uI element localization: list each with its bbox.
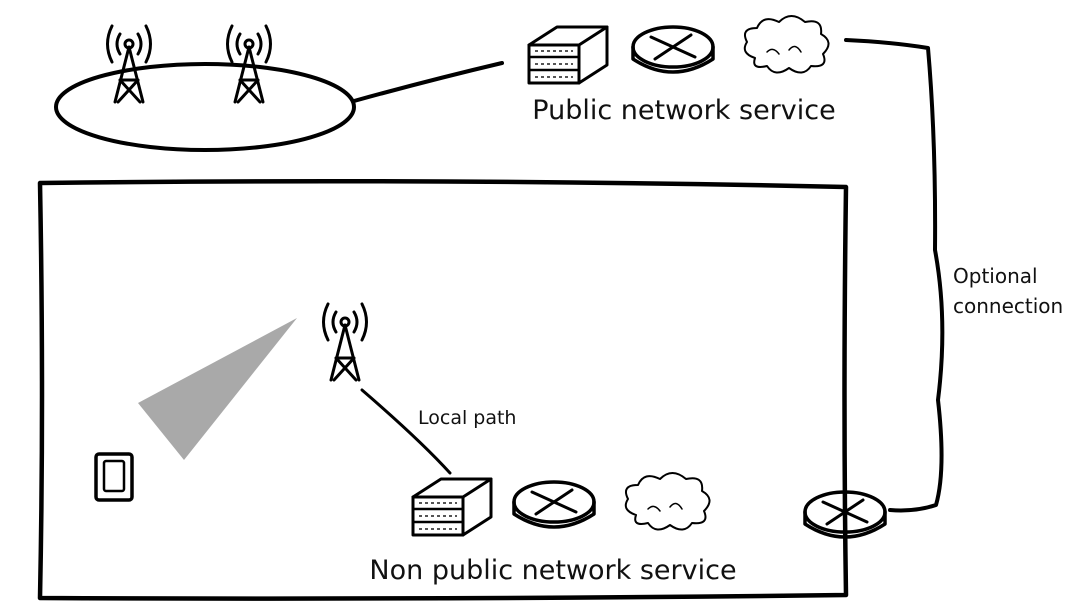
public-cell-ellipse <box>54 62 356 152</box>
non-public-service-label: Non public network service <box>369 555 736 586</box>
public-tower-1-icon <box>106 24 152 104</box>
public-link-line <box>352 61 504 103</box>
non-public-server-icon <box>411 477 493 537</box>
optional-connection-line <box>844 38 945 513</box>
non-public-router-icon <box>512 480 596 529</box>
optional-connection-label-line2: connection <box>953 294 1063 318</box>
device-phone-icon <box>94 452 134 502</box>
local-path-label: Local path <box>418 407 516 429</box>
public-cloud-icon <box>743 15 830 74</box>
local-path-line <box>360 388 452 475</box>
public-server-icon <box>527 25 609 85</box>
local-tower-icon <box>322 302 368 382</box>
coverage-beam <box>138 318 297 460</box>
public-router-icon <box>631 25 715 74</box>
non-public-cloud-icon <box>624 472 711 531</box>
non-public-area-box <box>37 178 849 601</box>
optional-connection-label-line1: Optional <box>953 264 1038 288</box>
public-service-label: Public network service <box>532 95 835 126</box>
